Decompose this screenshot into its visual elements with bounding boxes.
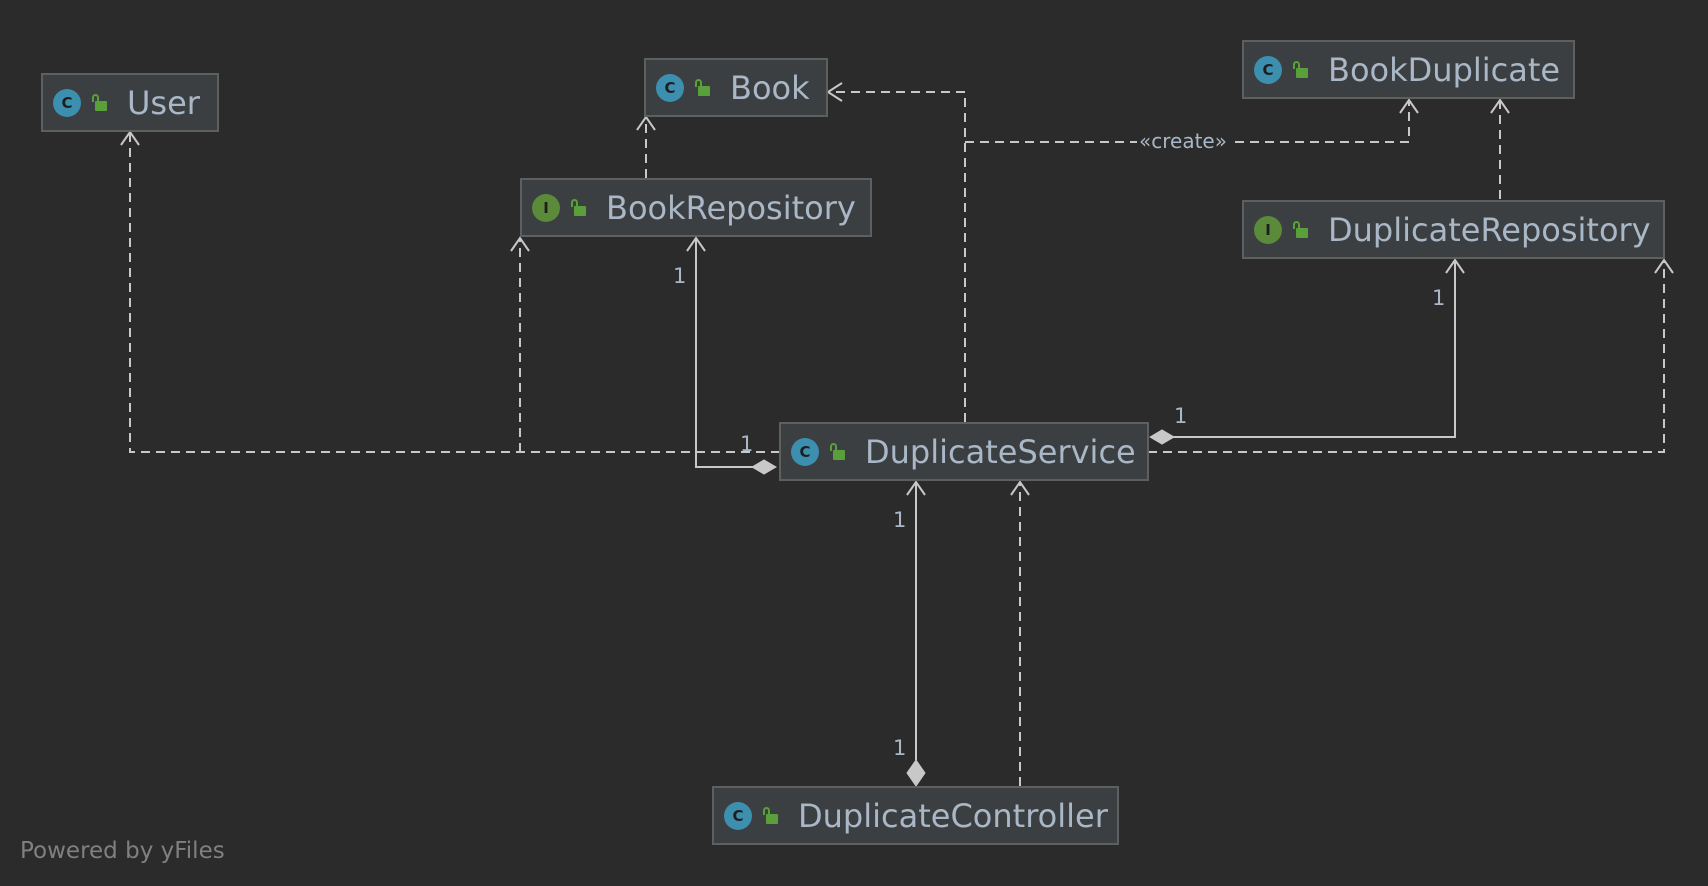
edge-arrowhead-service-solid (906, 480, 926, 496)
edge-arrowhead-bookduplicate-create (1399, 98, 1419, 114)
lock-icon (91, 93, 107, 112)
edge-arrowhead-book-from-service (826, 82, 843, 102)
diamond-service-duprepository (1149, 429, 1175, 445)
edge-arrowhead-bookduplicate-repo (1490, 98, 1510, 114)
edge-arrowhead-user (120, 130, 140, 146)
lock-icon (762, 806, 778, 825)
edge-arrowhead-service-dashed (1010, 480, 1030, 496)
multiplicity-service-bookrepository: 1 (740, 432, 754, 456)
class-icon: C (53, 88, 81, 117)
lock-icon (570, 198, 586, 217)
lock-icon (1292, 60, 1308, 79)
multiplicity-duprepository: 1 (1432, 286, 1446, 310)
multiplicity-bookrepository: 1 (673, 264, 687, 288)
edge-arrowhead-bookrepository-solid (686, 236, 706, 252)
edge-create-to-bookduplicate (965, 100, 1410, 143)
edge-service-compose-bookrepository (695, 238, 756, 468)
interface-icon: I (532, 193, 560, 222)
node-duplicate-repository-label: DuplicateRepository (1328, 210, 1651, 249)
node-duplicate-controller[interactable]: C DuplicateController (712, 786, 1119, 845)
node-user-label: User (127, 83, 200, 122)
lock-icon (1292, 220, 1308, 239)
node-book-repository[interactable]: I BookRepository (520, 178, 872, 237)
edge-service-to-user (129, 132, 780, 453)
node-duplicate-service[interactable]: C DuplicateService (779, 422, 1149, 481)
multiplicity-service-duprepository: 1 (1174, 404, 1188, 428)
create-stereotype-label: «create» (1137, 129, 1229, 153)
class-icon: C (656, 73, 684, 102)
powered-by-footer: Powered by yFiles (20, 838, 225, 864)
node-book-label: Book (730, 68, 810, 107)
node-book-duplicate[interactable]: C BookDuplicate (1242, 40, 1575, 99)
multiplicity-controller: 1 (893, 736, 907, 760)
edge-arrowhead-duprepository-dashed (1654, 258, 1674, 274)
class-icon: C (791, 437, 819, 466)
edge-service-to-book (828, 91, 966, 422)
class-icon: C (1254, 55, 1282, 84)
edge-arrowhead-duprepository-solid (1445, 258, 1465, 274)
node-duplicate-controller-label: DuplicateController (798, 796, 1108, 835)
class-icon: C (724, 801, 752, 830)
lock-icon (829, 442, 845, 461)
interface-icon: I (1254, 215, 1282, 244)
edge-service-compose-duprepository (1172, 260, 1456, 438)
node-user[interactable]: C User (41, 73, 219, 132)
node-duplicate-service-label: DuplicateService (865, 432, 1136, 471)
multiplicity-service-controller: 1 (893, 508, 907, 532)
node-duplicate-repository[interactable]: I DuplicateRepository (1242, 200, 1665, 259)
node-book-repository-label: BookRepository (606, 188, 856, 227)
lock-icon (694, 78, 710, 97)
edge-arrowhead-book-from-repo (636, 115, 656, 131)
node-book[interactable]: C Book (644, 58, 828, 117)
diamond-controller-service (906, 759, 926, 787)
edge-service-to-duprepository-dashed (1148, 260, 1665, 453)
diamond-service-bookrepository (751, 459, 777, 475)
edge-arrowhead-bookrepository-dashed (510, 236, 530, 252)
node-book-duplicate-label: BookDuplicate (1328, 50, 1561, 89)
